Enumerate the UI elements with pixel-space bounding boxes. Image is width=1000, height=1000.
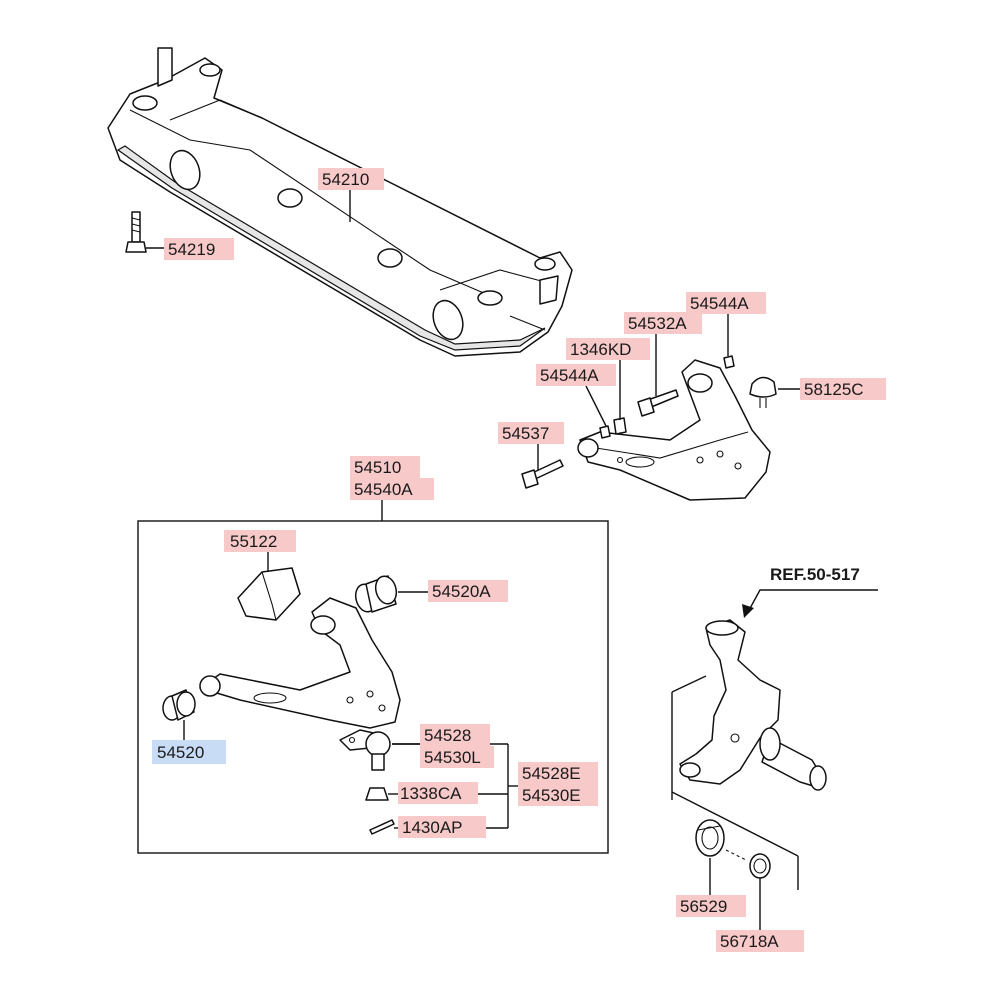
leader-lines — [146, 190, 878, 930]
label-bolt-1346[interactable]: 1346KD — [566, 338, 650, 360]
svg-text:1346KD: 1346KD — [570, 340, 631, 359]
ball-joint-part[interactable] — [339, 729, 391, 771]
crossmember-bolt-part[interactable] — [125, 211, 147, 253]
svg-text:54530L: 54530L — [424, 748, 481, 767]
castle-nut-part[interactable] — [365, 787, 389, 801]
label-bumper[interactable]: 58125C — [800, 378, 886, 400]
label-crossmember[interactable]: 54210 — [318, 168, 384, 190]
label-ball-joint-1[interactable]: 54528 — [420, 724, 490, 746]
svg-text:54537: 54537 — [502, 424, 549, 443]
svg-text:54528E: 54528E — [522, 764, 581, 783]
svg-text:56529: 56529 — [680, 897, 727, 916]
svg-text:54530E: 54530E — [522, 786, 581, 805]
assembly-box — [137, 520, 609, 854]
svg-text:58125C: 58125C — [804, 380, 864, 399]
svg-text:54210: 54210 — [322, 170, 369, 189]
reference-label[interactable]: REF.50-517 — [770, 565, 860, 584]
label-arm-assy-2[interactable]: 54540A — [350, 478, 434, 500]
svg-text:54532A: 54532A — [628, 314, 687, 333]
svg-text:54544A: 54544A — [540, 366, 599, 385]
stopper-part[interactable] — [237, 567, 301, 621]
svg-text:55122: 55122 — [230, 532, 277, 551]
label-kit-1[interactable]: 54528E — [518, 762, 598, 784]
label-bolt-upper[interactable]: 54532A — [624, 312, 702, 334]
label-nut-upper[interactable]: 54544A — [686, 292, 766, 314]
svg-text:1430AP: 1430AP — [402, 818, 463, 837]
upper-arm-part[interactable] — [577, 359, 771, 501]
label-pin-1430[interactable]: 1430AP — [398, 816, 486, 838]
label-nut-1338[interactable]: 1338CA — [398, 782, 478, 804]
label-kit-2[interactable]: 54530E — [518, 784, 598, 806]
svg-text:54520: 54520 — [157, 743, 204, 762]
label-bushing-a[interactable]: 54520A — [428, 580, 508, 602]
label-stopper[interactable]: 55122 — [224, 530, 296, 552]
svg-text:54520A: 54520A — [432, 582, 491, 601]
label-seal[interactable]: 56529 — [676, 895, 746, 917]
label-crossmember-bolt[interactable]: 54219 — [164, 238, 234, 260]
svg-text:54540A: 54540A — [354, 480, 413, 499]
svg-text:1338CA: 1338CA — [400, 784, 462, 803]
svg-text:56718A: 56718A — [720, 932, 779, 951]
bushing-a-part[interactable] — [353, 574, 400, 614]
upper-arm-bolt-part[interactable] — [637, 389, 679, 417]
upper-nut-part[interactable] — [723, 355, 735, 369]
label-bolt-54537[interactable]: 54537 — [498, 422, 564, 444]
svg-text:54219: 54219 — [168, 240, 215, 259]
label-nut-lower[interactable]: 54544A — [536, 364, 616, 386]
seal-ring-part[interactable] — [749, 853, 771, 879]
lower-nut-part[interactable] — [599, 417, 627, 439]
svg-text:54528: 54528 — [424, 726, 471, 745]
knuckle-frame — [671, 675, 799, 890]
label-ball-joint-2[interactable]: 54530L — [420, 746, 494, 768]
svg-text:54544A: 54544A — [690, 294, 749, 313]
label-arm-assy-1[interactable]: 54510 — [350, 456, 420, 478]
lower-arm-part[interactable] — [199, 597, 401, 729]
label-seal-ring[interactable]: 56718A — [716, 930, 804, 952]
split-pin-part[interactable] — [369, 819, 395, 835]
svg-text:54510: 54510 — [354, 458, 401, 477]
arm-bolt-part[interactable] — [521, 459, 564, 489]
seal-part[interactable] — [695, 819, 725, 857]
knuckle-part[interactable] — [679, 619, 827, 791]
bumper-part[interactable] — [749, 376, 777, 408]
label-bushing[interactable]: 54520 — [152, 740, 226, 764]
crossmember-part[interactable] — [107, 47, 573, 357]
bushing-part[interactable] — [162, 689, 196, 721]
